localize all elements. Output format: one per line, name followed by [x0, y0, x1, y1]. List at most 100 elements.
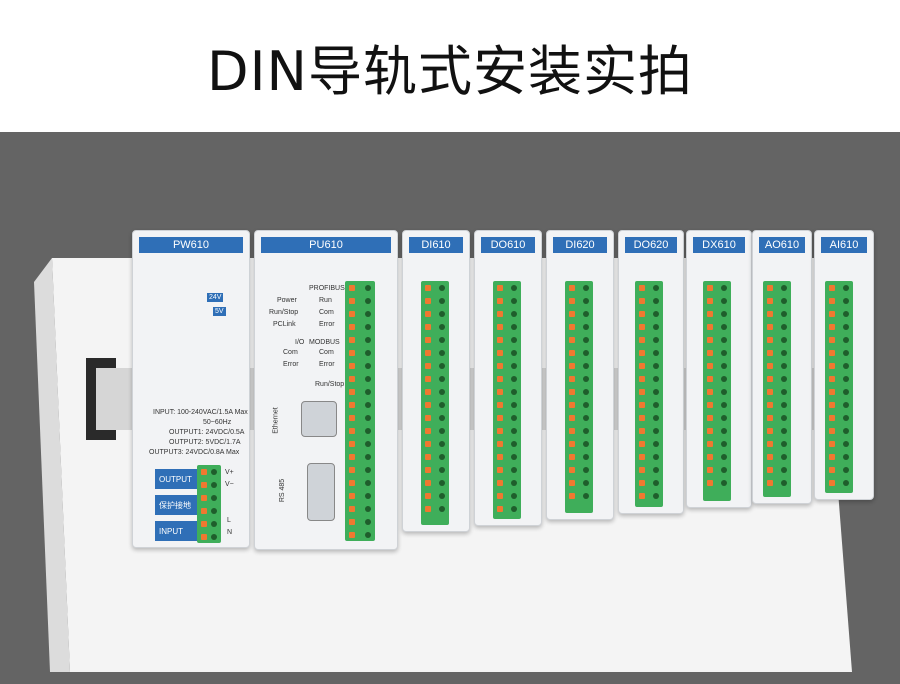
terminal-lever: [707, 311, 713, 317]
module-pw610: PW610 24V 5V INPUT: 100-240VAC/1.5A Max …: [132, 230, 250, 548]
terminal-lever: [829, 285, 835, 291]
terminal-pin: [347, 335, 373, 345]
terminal-pin: [495, 348, 519, 358]
profibus-label: PROFIBUS: [309, 285, 345, 292]
terminal-hole: [843, 311, 849, 317]
terminal-lever: [497, 376, 503, 382]
terminal-pin: [637, 374, 661, 384]
terminal-pin: [637, 413, 661, 423]
terminal-hole: [365, 493, 371, 499]
terminal-lever: [497, 428, 503, 434]
terminal-pin: [423, 348, 447, 358]
terminal-pin: [347, 517, 373, 527]
terminal-hole: [511, 480, 517, 486]
terminal-pin: [827, 387, 851, 397]
terminal-pin: [423, 452, 447, 462]
terminal-hole: [781, 402, 787, 408]
terminal-hole: [583, 311, 589, 317]
terminal-lever: [767, 480, 773, 486]
terminal-pin: [567, 361, 591, 371]
terminal-pin: [199, 480, 219, 490]
modbus-label: MODBUS: [309, 339, 340, 346]
terminal-lever: [425, 428, 431, 434]
terminal-lever: [497, 480, 503, 486]
terminal-hole: [781, 389, 787, 395]
terminal-lever: [425, 389, 431, 395]
terminal-lever: [425, 285, 431, 291]
terminal-hole: [211, 521, 217, 527]
terminal-pin: [495, 400, 519, 410]
terminal-hole: [365, 532, 371, 538]
terminal-lever: [707, 337, 713, 343]
terminal-pin: [423, 478, 447, 488]
terminal-hole: [721, 428, 727, 434]
terminal-lever: [497, 506, 503, 512]
terminal-pin: [637, 439, 661, 449]
terminal-lever: [707, 324, 713, 330]
terminal-pin: [637, 400, 661, 410]
terminal-hole: [653, 350, 659, 356]
terminal-pin: [199, 532, 219, 542]
terminal-lever: [639, 285, 645, 291]
terminal-hole: [583, 285, 589, 291]
terminal-hole: [781, 480, 787, 486]
terminal-hole: [721, 467, 727, 473]
terminal-hole: [781, 350, 787, 356]
terminal-hole: [653, 402, 659, 408]
terminal-hole: [511, 493, 517, 499]
rs485-port: [307, 463, 335, 521]
terminal-hole: [843, 441, 849, 447]
terminal-hole: [583, 324, 589, 330]
terminal-lever: [767, 441, 773, 447]
terminal-hole: [439, 285, 445, 291]
terminal-lever: [201, 469, 207, 475]
terminal-pin: [495, 439, 519, 449]
terminal-hole: [583, 402, 589, 408]
terminal-hole: [653, 311, 659, 317]
terminal-lever: [569, 480, 575, 486]
terminal-pin: [347, 465, 373, 475]
terminal-lever: [829, 350, 835, 356]
module-do610: DO610: [474, 230, 542, 526]
terminal-pin: [347, 491, 373, 501]
terminal-lever: [497, 415, 503, 421]
page-title: DIN导轨式安装实拍: [207, 39, 693, 103]
terminal-lever: [425, 376, 431, 382]
terminal-pin: [423, 426, 447, 436]
terminal-hole: [843, 298, 849, 304]
terminal-pin: [705, 348, 729, 358]
terminal-lever: [349, 285, 355, 291]
terminal-hole: [365, 428, 371, 434]
terminal-pin: [705, 439, 729, 449]
terminal-hole: [511, 454, 517, 460]
terminal-pin: [567, 413, 591, 423]
terminal-lever: [569, 285, 575, 291]
terminal-hole: [439, 493, 445, 499]
terminal-pin: [705, 335, 729, 345]
terminal-hole: [439, 454, 445, 460]
terminal-lever: [349, 402, 355, 408]
terminal-pin: [827, 413, 851, 423]
module-di610: DI610: [402, 230, 470, 532]
terminal-lever: [569, 402, 575, 408]
terminal-hole: [781, 428, 787, 434]
terminal-pin: [637, 426, 661, 436]
terminal-lever: [497, 454, 503, 460]
terminal-lever: [497, 441, 503, 447]
terminal-hole: [843, 402, 849, 408]
terminal-hole: [781, 298, 787, 304]
terminal-pin: [423, 439, 447, 449]
terminal-pin: [423, 491, 447, 501]
terminal-hole: [365, 454, 371, 460]
terminal-lever: [497, 285, 503, 291]
terminal-hole: [653, 454, 659, 460]
led-label: Run/Stop: [269, 309, 299, 316]
terminal-lever: [829, 324, 835, 330]
terminal-pin: [567, 439, 591, 449]
terminal-hole: [721, 311, 727, 317]
terminal-pin: [199, 467, 219, 477]
terminal-pin: [347, 296, 373, 306]
terminal-lever: [829, 337, 835, 343]
terminal-pin: [637, 478, 661, 488]
terminal-lever: [349, 363, 355, 369]
